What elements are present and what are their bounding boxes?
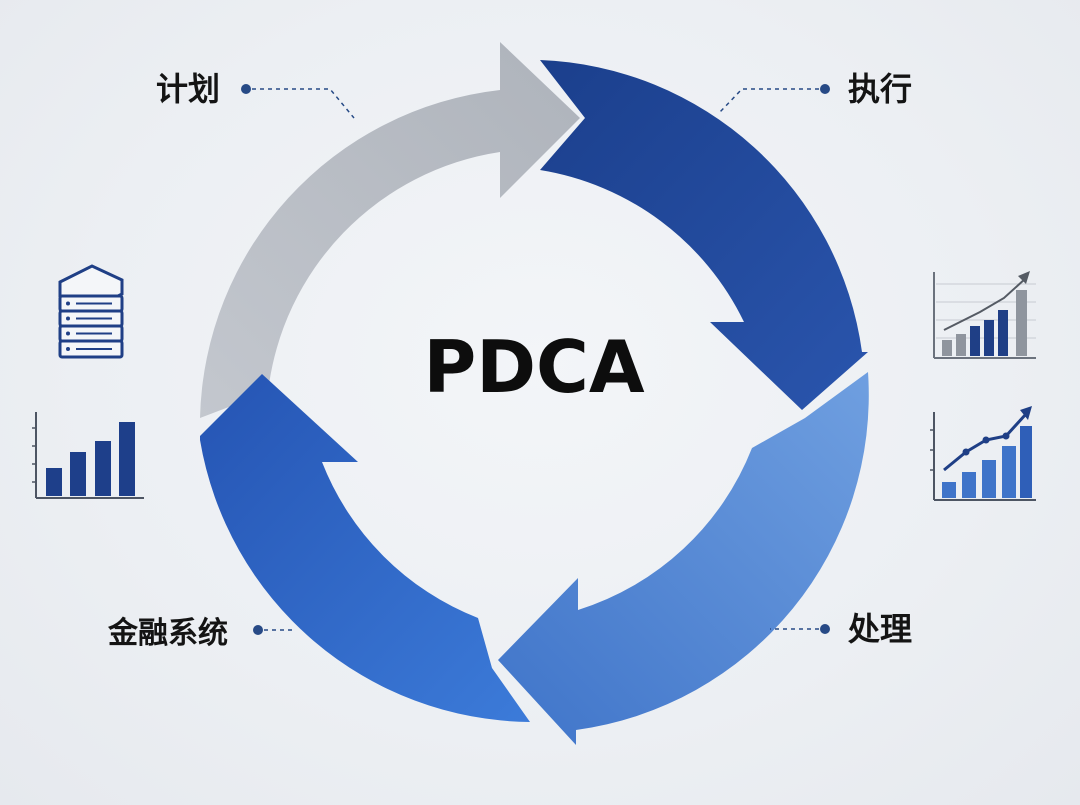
cycle-arrow-top-right [540, 60, 868, 410]
label-act-text: 处理 [847, 610, 912, 648]
label-do: 执行 [719, 70, 912, 113]
label-act: 处理 [770, 610, 912, 648]
label-do-text: 执行 [848, 70, 912, 108]
growth-line-bar-chart-icon [930, 406, 1036, 501]
cycle-arrow-bottom-left [200, 374, 530, 722]
label-system: 金融系统 [107, 616, 292, 651]
cycle-arrow-top-left [200, 42, 580, 418]
center-title: PDCA [423, 325, 644, 409]
label-system-dot [253, 625, 263, 635]
label-do-connector [719, 88, 819, 113]
label-plan-text: 计划 [156, 70, 220, 108]
bar-chart-icon [32, 412, 144, 499]
label-plan-connector [252, 88, 355, 119]
label-do-dot [820, 84, 830, 94]
label-act-dot [820, 624, 830, 634]
cycle-arrow-bottom-right [498, 372, 869, 745]
label-plan-dot [241, 84, 251, 94]
label-system-text: 金融系统 [107, 616, 228, 651]
growth-bar-chart-icon [933, 271, 1036, 359]
server-icon [58, 264, 124, 359]
label-plan: 计划 [156, 70, 355, 119]
